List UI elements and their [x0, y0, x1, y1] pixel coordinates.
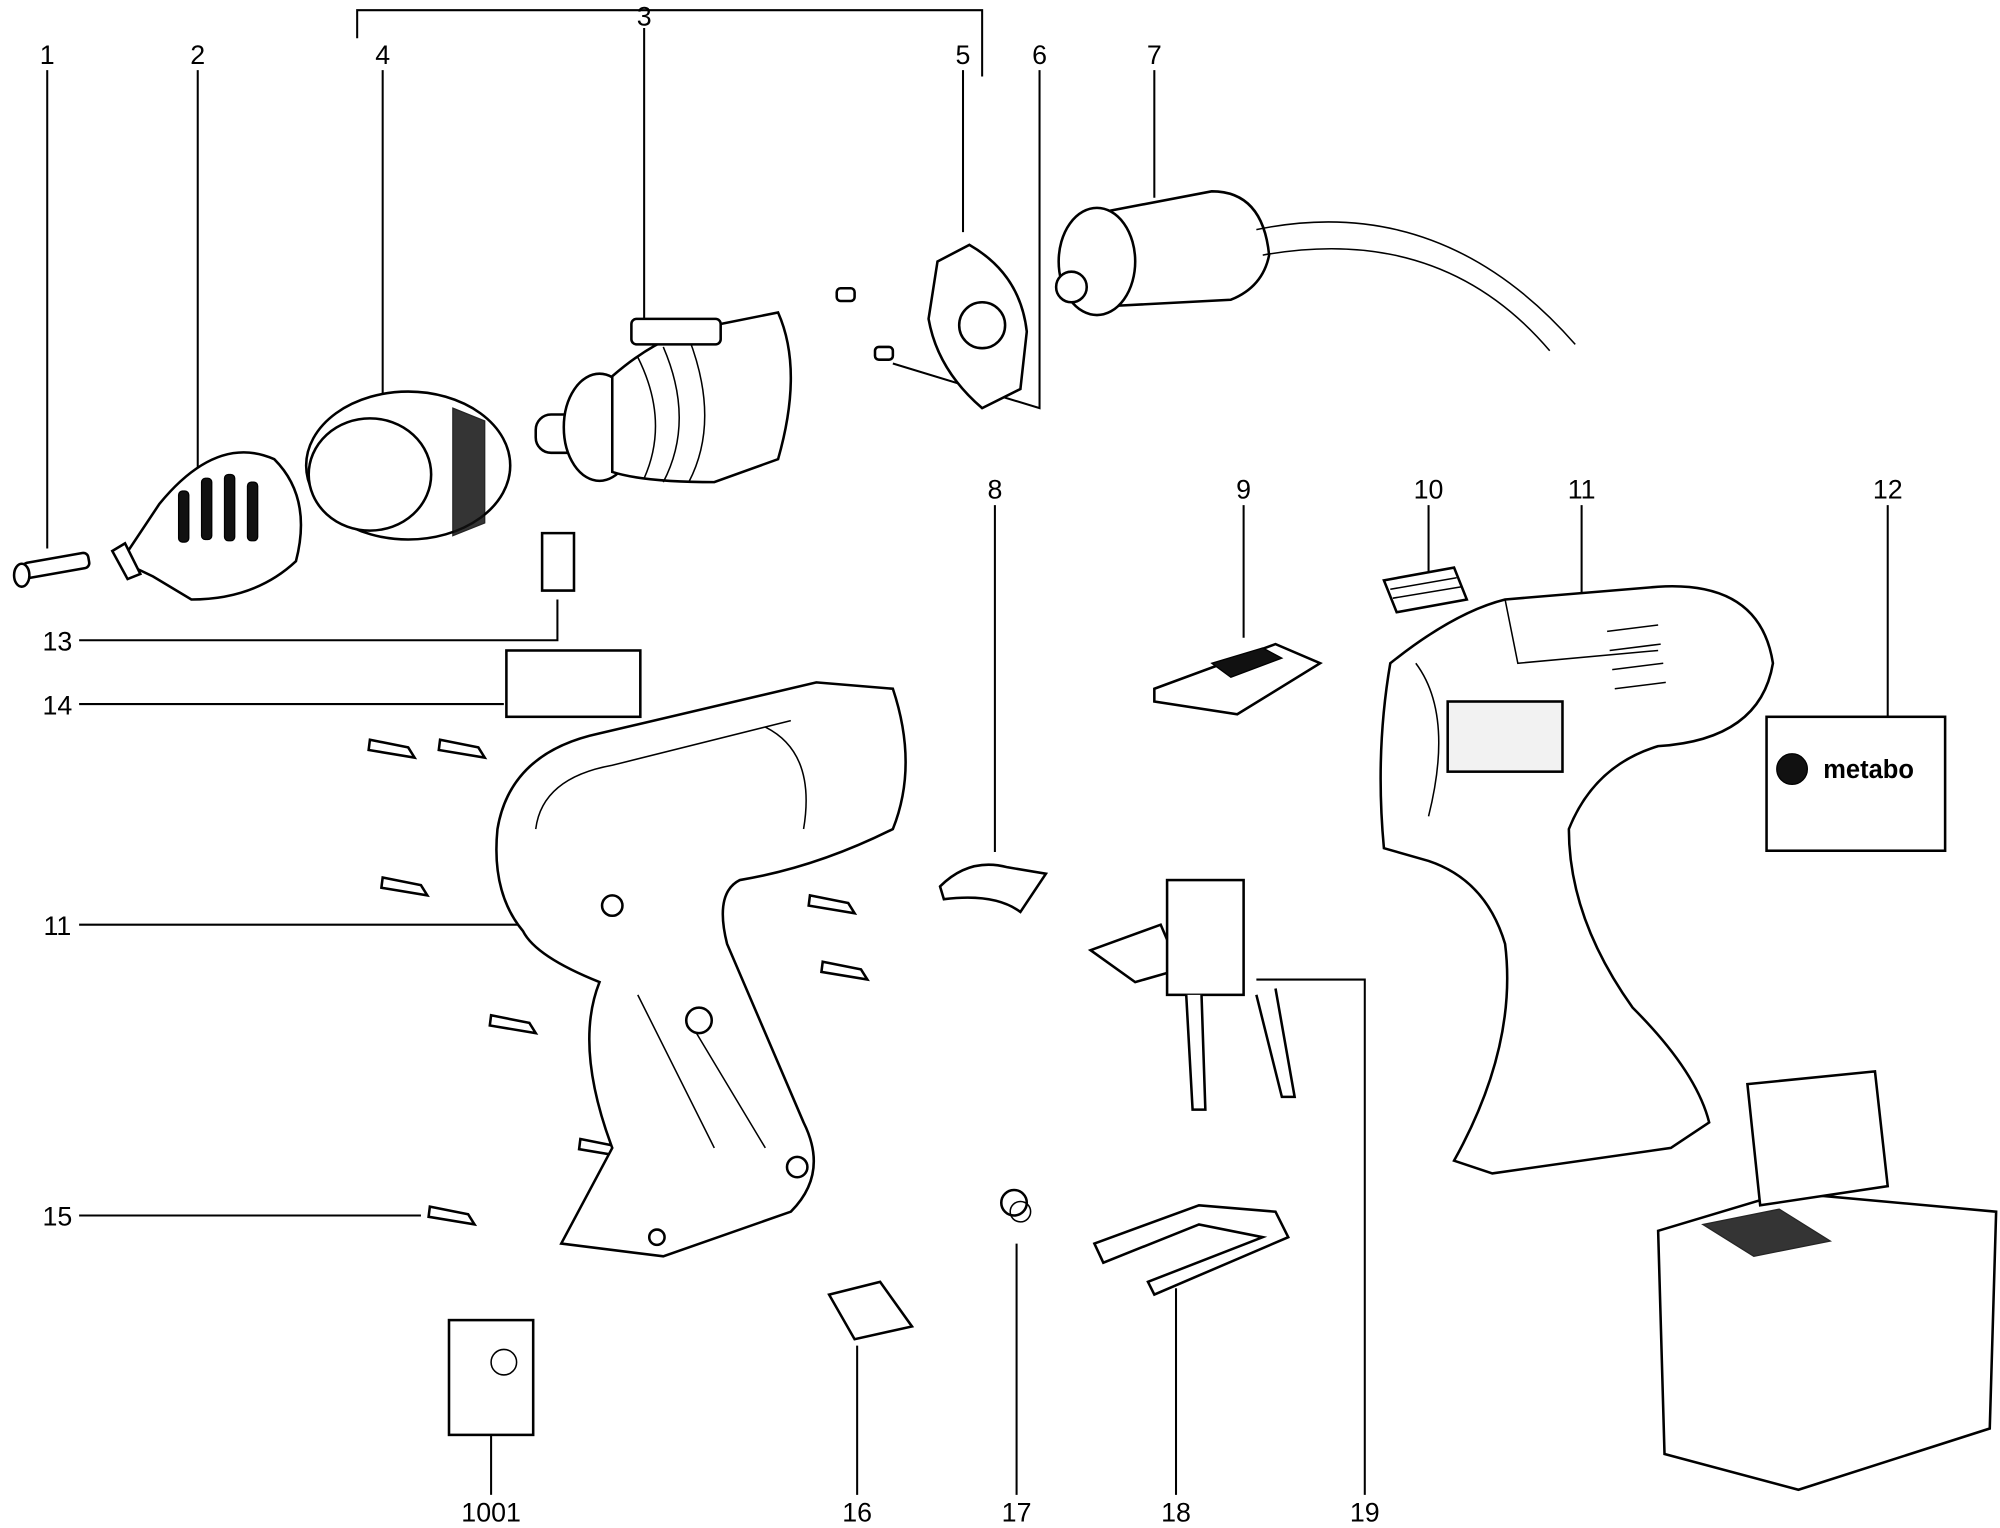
callout-1: 1: [40, 40, 55, 70]
part-7-motor: [1054, 190, 1576, 352]
callout-19: 19: [1350, 1498, 1380, 1528]
callout-18: 18: [1161, 1498, 1191, 1528]
callout-15: 15: [43, 1202, 73, 1232]
callout-3: 3: [637, 2, 652, 32]
part-3-gearbox: [534, 311, 793, 484]
part-5-motor-plate: [927, 243, 1029, 410]
callout-1001: 1001: [461, 1498, 521, 1528]
callout-4: 4: [375, 40, 390, 70]
part-11-housing-left: [495, 681, 907, 1258]
part-1001-manual: [447, 1318, 535, 1437]
callout-2: 2: [190, 40, 205, 70]
part-4-gear-ring: [304, 390, 512, 541]
part-1-chuck-screw: [12, 551, 91, 588]
callout-14: 14: [43, 690, 73, 720]
callout-12: 12: [1873, 475, 1903, 505]
part-12-nameplate: metabo: [1765, 715, 1947, 853]
callout-10: 10: [1414, 475, 1444, 505]
part-11-housing-right: [1379, 584, 1775, 1175]
part-14-label: [505, 649, 642, 719]
battery-pack: [1656, 1069, 1998, 1492]
part-9-slider: [1153, 642, 1323, 716]
callout-7: 7: [1147, 40, 1162, 70]
part-13-clip: [540, 531, 576, 592]
callout-8: 8: [987, 475, 1002, 505]
metabo-logo: metabo: [1823, 756, 1914, 784]
callout-13: 13: [43, 626, 73, 656]
callout-5: 5: [956, 40, 971, 70]
callout-11-left: 11: [44, 911, 72, 941]
callout-6: 6: [1032, 40, 1047, 70]
callout-9: 9: [1236, 475, 1251, 505]
part-17-spring: [1000, 1188, 1032, 1223]
part-15-screws: [367, 738, 870, 1227]
callout-labels: 1 2 3 4 5 6 7 8 9 10 11 12 13 14 11 15 1…: [40, 2, 1903, 1528]
callout-16: 16: [842, 1498, 872, 1528]
part-16-clip: [827, 1280, 915, 1341]
callout-17: 17: [1002, 1498, 1032, 1528]
part-19-switch: [1087, 878, 1297, 1111]
part-18-belt-clip: [1092, 1204, 1290, 1297]
part-2-drill-chuck: [110, 451, 303, 601]
part-8-switch-lever: [938, 863, 1049, 914]
leader-lines: [46, 9, 1889, 1495]
callout-11-top: 11: [1568, 475, 1596, 505]
part-10-label: [1382, 566, 1469, 614]
part-6-screws: [835, 286, 895, 361]
